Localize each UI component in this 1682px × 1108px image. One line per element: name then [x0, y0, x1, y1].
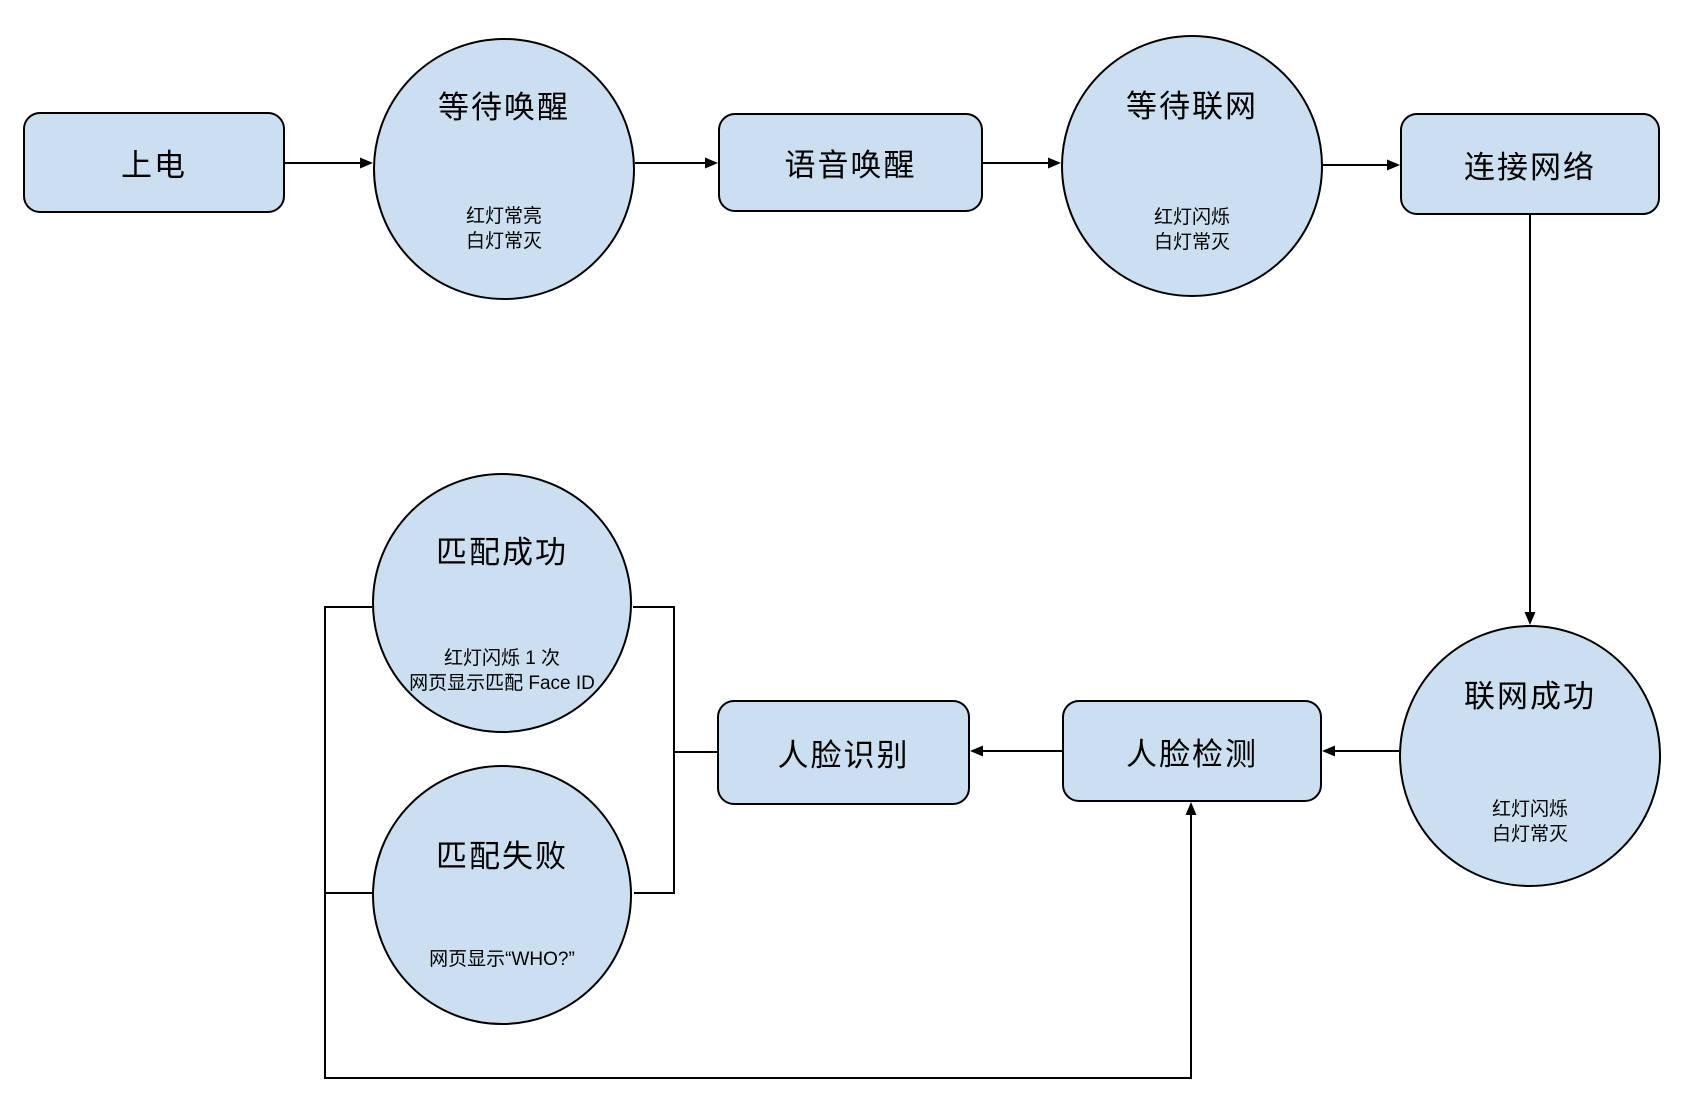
- node-match-success: 匹配成功 红灯闪烁 1 次 网页显示匹配 Face ID: [372, 473, 632, 733]
- node-face-recognize-label: 人脸识别: [777, 738, 910, 773]
- note-line: 网页显示匹配 Face ID: [409, 673, 595, 694]
- note-line: 白灯常灭: [1153, 232, 1230, 253]
- node-voice-wake-label: 语音唤醒: [784, 148, 917, 183]
- node-network-success: 联网成功 红灯闪烁 白灯常灭: [1399, 625, 1661, 887]
- node-connect-network-label: 连接网络: [1464, 149, 1596, 185]
- node-power-on: 上电: [23, 112, 285, 213]
- node-power-on-label: 上电: [121, 148, 187, 183]
- node-voice-wake: 语音唤醒: [718, 113, 983, 212]
- node-face-detect: 人脸检测: [1062, 700, 1322, 802]
- note-line: 白灯常灭: [1491, 824, 1568, 845]
- node-match-success-notes: 红灯闪烁 1 次 网页显示匹配 Face ID: [374, 646, 630, 696]
- node-network-success-label: 联网成功: [1464, 679, 1596, 714]
- note-line: 红灯闪烁 1 次: [443, 648, 561, 669]
- node-wait-wake: 等待唤醒 红灯常亮 白灯常灭: [373, 38, 635, 300]
- note-line: 白灯常灭: [465, 231, 542, 252]
- note-line: 红灯常亮: [465, 206, 542, 227]
- node-wait-wake-label: 等待唤醒: [438, 90, 570, 125]
- node-match-fail-label: 匹配失败: [436, 839, 568, 874]
- node-wait-network-notes: 红灯闪烁 白灯常灭: [1063, 205, 1321, 255]
- node-face-recognize: 人脸识别: [717, 700, 970, 805]
- node-wait-network: 等待联网 红灯闪烁 白灯常灭: [1061, 35, 1323, 297]
- loop-match-circles-to-face-detect: [324, 606, 1197, 1079]
- node-connect-network: 连接网络: [1400, 113, 1660, 215]
- node-wait-wake-notes: 红灯常亮 白灯常灭: [375, 204, 633, 254]
- node-match-fail-notes: 网页显示“WHO?”: [374, 947, 630, 972]
- node-match-fail: 匹配失败 网页显示“WHO?”: [372, 765, 632, 1025]
- note-line: 红灯闪烁: [1153, 207, 1230, 228]
- node-face-detect-label: 人脸检测: [1126, 736, 1258, 772]
- node-match-success-label: 匹配成功: [436, 535, 568, 570]
- note-line: 红灯闪烁: [1491, 799, 1568, 820]
- note-line: 网页显示“WHO?”: [429, 949, 575, 970]
- node-wait-network-label: 等待联网: [1126, 89, 1258, 124]
- node-network-success-notes: 红灯闪烁 白灯常灭: [1401, 797, 1659, 847]
- bracket-face-recognize-to-match-circles: [633, 606, 675, 894]
